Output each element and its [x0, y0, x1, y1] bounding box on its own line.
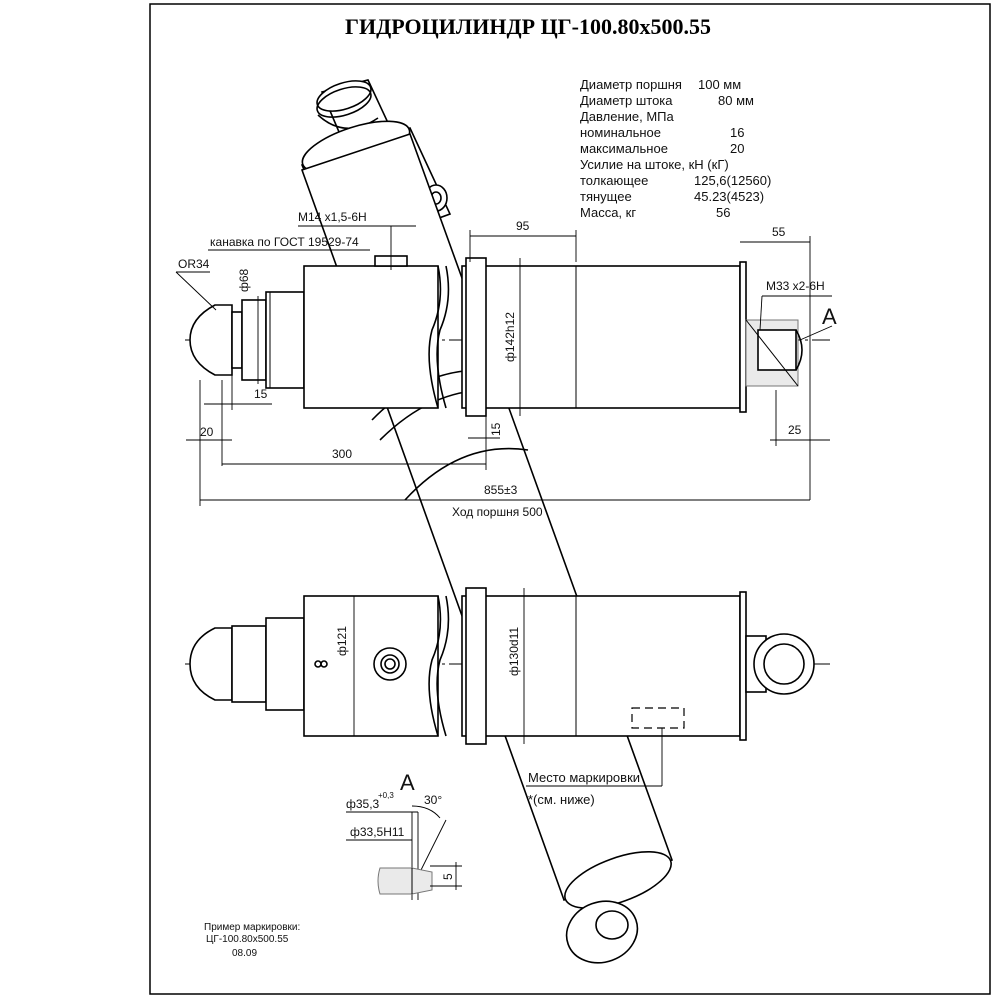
spec-label: тянущее — [580, 189, 632, 204]
bottom-view: Место маркировки *(см. ниже) ф121 ф130d1… — [185, 587, 830, 807]
tube-right-2 — [461, 595, 741, 737]
dim-phi68: ф68 — [237, 268, 251, 292]
spec-label: Масса, кг — [580, 205, 636, 220]
rod-sphere — [189, 304, 233, 376]
example-label: Пример маркировки: — [204, 922, 300, 933]
dim-20: 20 — [200, 425, 214, 439]
dim-300: 300 — [332, 447, 352, 461]
top-view: М14 х1,5-6Н канавка по ГОСТ 19529-74 95 … — [175, 210, 837, 519]
dim-25: 25 — [788, 423, 802, 437]
marking-note: *(см. ниже) — [528, 792, 595, 807]
spec-value: 20 — [730, 141, 744, 156]
dim-phi142: ф142h12 — [503, 312, 517, 362]
gland-nut-2 — [265, 617, 305, 711]
spec-label: Диаметр штока — [580, 93, 673, 108]
detail-letter: А — [400, 770, 415, 795]
section-mark: А — [822, 304, 837, 329]
example-marking: Пример маркировки: ЦГ-100.80х500.55 08.0… — [204, 922, 300, 959]
dim-5: 5 — [441, 873, 455, 880]
spec-value: 125,6(12560) — [694, 173, 771, 188]
marking-place-box — [631, 707, 685, 729]
tube-bottom-3d — [564, 851, 672, 909]
spec-value: 80 мм — [718, 93, 754, 108]
example-code: ЦГ-100.80х500.55 — [206, 934, 289, 945]
dim-15-middle: 15 — [489, 422, 503, 436]
dim-thread-port: М14 х1,5-6Н — [298, 210, 367, 224]
rod-sphere-2 — [189, 627, 233, 701]
example-date: 08.09 — [232, 948, 257, 959]
spec-label: номинальное — [580, 125, 661, 140]
dim-angle: 30° — [424, 793, 442, 807]
dim-phi335: ф33,5Н11 — [350, 825, 405, 839]
spec-value: 56 — [716, 205, 730, 220]
detail-profile — [377, 867, 433, 895]
dim-855: 855±3 — [484, 483, 518, 497]
drawing-title: ГИДРОЦИЛИНДР ЦГ-100.80х500.55 — [345, 14, 711, 39]
tube-left — [303, 265, 439, 409]
piston-flange — [465, 257, 487, 417]
dim-95: 95 — [516, 219, 530, 233]
spec-label: толкающее — [580, 173, 648, 188]
spec-label: Усилие на штоке, кН (кГ) — [580, 157, 729, 172]
dim-phi353-tol: +0,3 — [378, 791, 394, 800]
dim-phi353: ф35,3 — [346, 797, 380, 811]
spec-label: Диаметр поршня — [580, 77, 682, 92]
detail-a: А ф35,3 +0,3 30° ф33,5Н11 5 — [346, 770, 462, 900]
dim-55: 55 — [772, 225, 786, 239]
spec-value: 16 — [730, 125, 744, 140]
spec-label: максимальное — [580, 141, 668, 156]
spec-value: 45.23(4523) — [694, 189, 764, 204]
dim-thread-end: М33 х2-6Н — [766, 279, 825, 293]
dim-15-left: 15 — [254, 387, 268, 401]
dim-phi130: ф130d11 — [507, 627, 521, 676]
marking-place-label: Место маркировки — [528, 770, 640, 785]
spec-table: Диаметр поршня 100 мм Диаметр штока 80 м… — [580, 77, 771, 220]
spec-value: 100 мм — [698, 77, 741, 92]
tube-right — [461, 265, 741, 409]
thread-bore — [757, 329, 797, 371]
dim-groove-note: канавка по ГОСТ 19529-74 — [210, 235, 359, 249]
dim-phi121: ф121 — [335, 626, 349, 656]
gland-nut — [265, 291, 305, 389]
port-circle — [373, 647, 407, 681]
spec-label: Давление, МПа — [580, 109, 675, 124]
break-line — [428, 265, 442, 409]
tube-left-2 — [303, 595, 439, 737]
dim-stroke: Ход поршня 500 — [452, 505, 543, 519]
dim-radius: OR34 — [178, 257, 210, 271]
rod-collar — [241, 299, 267, 381]
mount-eye — [753, 633, 815, 695]
bottom-eye-3d — [565, 900, 639, 964]
